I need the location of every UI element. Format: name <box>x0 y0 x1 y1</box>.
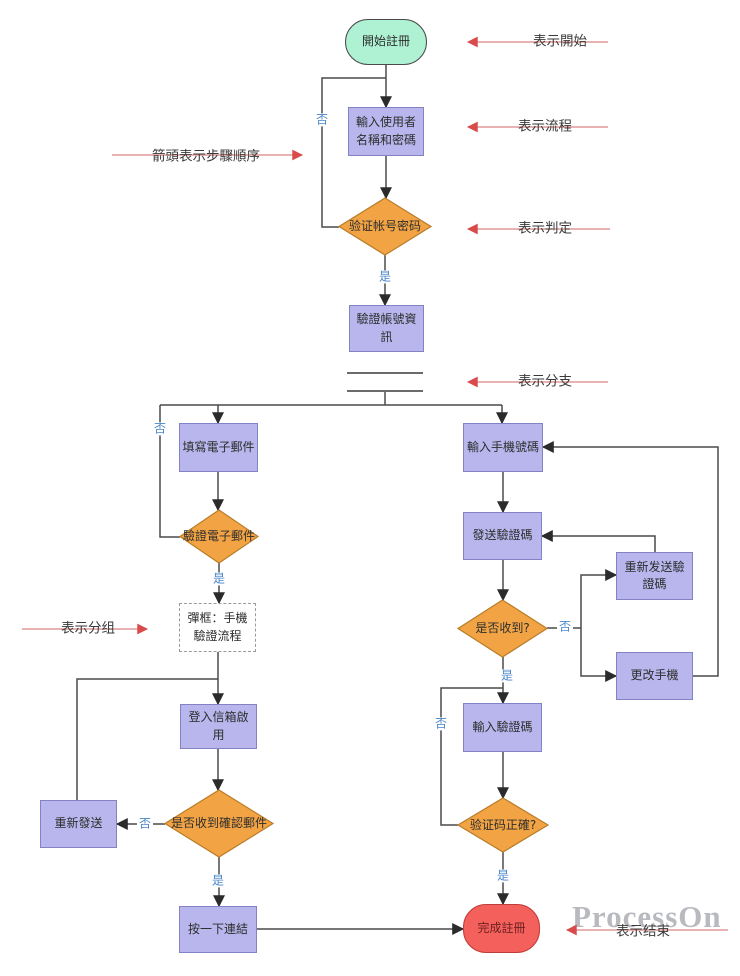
decision-received-diamond[interactable] <box>456 599 549 658</box>
annotation-branch: 表示分支 <box>518 373 572 390</box>
edge-label-yes: 是 <box>209 873 227 888</box>
decision-code-correct-diamond[interactable] <box>456 797 550 853</box>
annotation-end: 表示结束 <box>616 923 670 940</box>
decision-received-label: 是否收到? <box>475 621 530 636</box>
edge-label-no: 否 <box>313 112 331 127</box>
decision-check-password-label: 验证帐号密码 <box>348 219 421 234</box>
branch-fork-bars <box>347 372 423 392</box>
edge-label-yes: 是 <box>376 269 394 284</box>
edge-label-yes: 是 <box>498 668 516 683</box>
group-popup-phone-verify[interactable]: 彈框：手機驗證流程 <box>179 603 256 652</box>
annotation-group: 表示分组 <box>61 620 115 637</box>
decision-check-password-diamond[interactable] <box>337 197 433 256</box>
processon-watermark: ProcessOn <box>572 899 722 934</box>
decision-verify-email-label: 驗證電子郵件 <box>182 529 255 544</box>
node-click-link[interactable]: 按一下連結 <box>179 906 257 953</box>
node-resend[interactable]: 重新發送 <box>40 800 117 848</box>
node-send-code[interactable]: 發送驗證碼 <box>463 512 542 560</box>
node-input-code[interactable]: 輸入驗證碼 <box>463 703 542 752</box>
decision-got-confirm-mail-diamond[interactable] <box>163 789 275 858</box>
node-input-username[interactable]: 輸入使用者名稱和密碼 <box>348 107 424 156</box>
node-start[interactable]: 開始註冊 <box>345 19 427 65</box>
edge-label-no: 否 <box>556 619 574 634</box>
edge-label-yes: 是 <box>494 868 512 883</box>
annotation-start: 表示開始 <box>533 33 587 50</box>
flow-connectors <box>76 65 719 935</box>
node-change-phone[interactable]: 更改手機 <box>616 652 693 700</box>
node-verify-account-info[interactable]: 驗證帳號資訊 <box>349 305 424 352</box>
edge-label-no: 否 <box>151 421 169 436</box>
annotation-arrows <box>22 36 728 936</box>
edge-label-yes: 是 <box>210 571 228 586</box>
annotation-process: 表示流程 <box>518 118 572 135</box>
node-input-phone[interactable]: 輸入手機號碼 <box>463 423 543 472</box>
node-finish[interactable]: 完成註冊 <box>463 904 540 953</box>
edge-label-no: 否 <box>432 716 450 731</box>
edge-label-no: 否 <box>136 816 154 831</box>
node-resend-code[interactable]: 重新发送驗證碼 <box>616 552 693 600</box>
annotation-order: 箭頭表示步驟順序 <box>152 148 260 165</box>
decision-code-correct-label: 验证码正確? <box>469 817 537 832</box>
decision-verify-email-diamond[interactable] <box>178 509 260 564</box>
decision-got-confirm-mail-label: 是否收到確認郵件 <box>170 816 267 831</box>
annotation-decision: 表示判定 <box>518 220 572 237</box>
node-login-mailbox[interactable]: 登入信箱啟用 <box>180 704 257 749</box>
decision-shapes <box>163 197 550 858</box>
node-fill-email[interactable]: 填寫電子郵件 <box>179 423 258 472</box>
